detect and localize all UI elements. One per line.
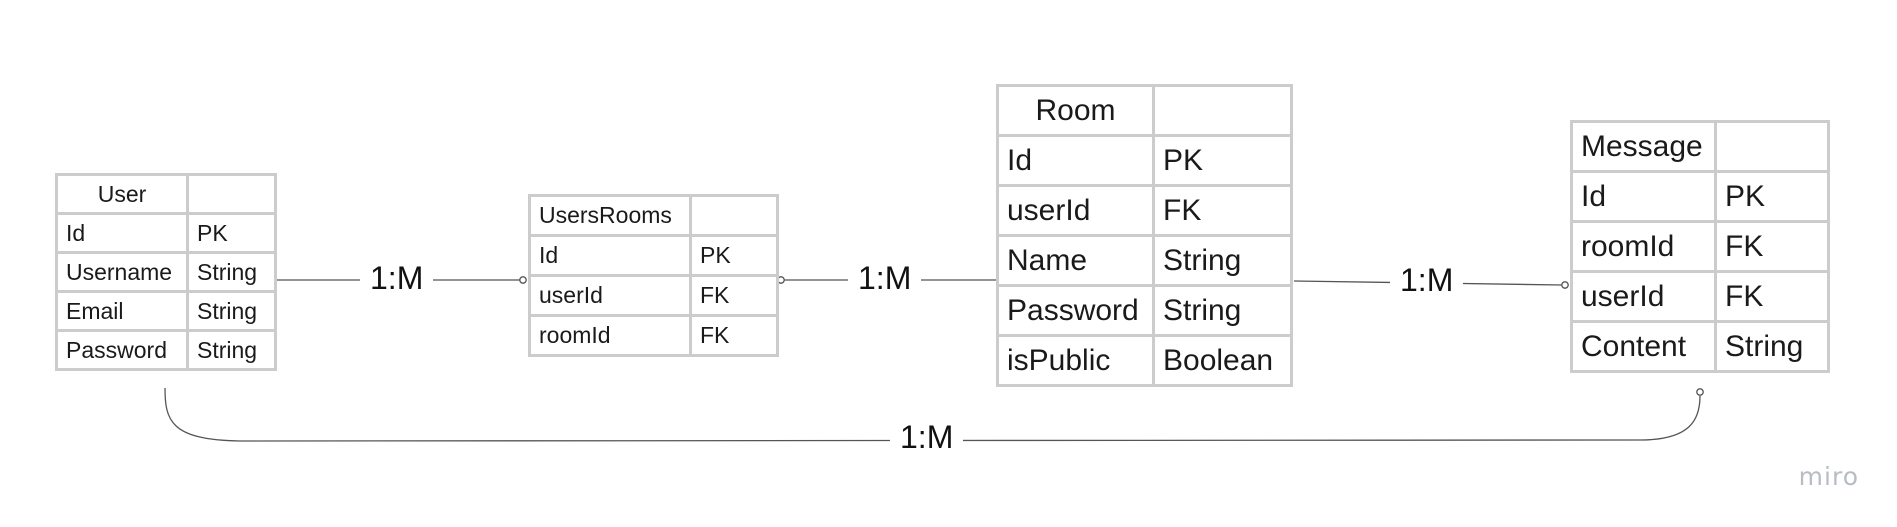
table-row: Id PK (528, 234, 779, 277)
table-row: userId FK (1570, 270, 1830, 323)
field-type: String (186, 251, 277, 293)
field-name: Password (996, 284, 1155, 337)
field-name: userId (528, 274, 692, 317)
table-header-row: UsersRooms (528, 194, 779, 237)
field-name: Id (996, 134, 1155, 187)
field-type: String (186, 329, 277, 371)
entity-room-table[interactable]: Room Id PK userId FK Name String Passwor… (996, 84, 1293, 387)
table-row: Email String (55, 290, 277, 332)
entity-title: Room (996, 84, 1155, 137)
entity-usersrooms-table[interactable]: UsersRooms Id PK userId FK roomId FK (528, 194, 779, 357)
entity-title-blank (186, 173, 277, 215)
field-name: userId (996, 184, 1155, 237)
field-name: Username (55, 251, 189, 293)
table-row: userId FK (528, 274, 779, 317)
field-name: roomId (1570, 220, 1717, 273)
field-name: roomId (528, 314, 692, 357)
field-name: Name (996, 234, 1155, 287)
field-type: String (1152, 284, 1293, 337)
entity-message-table[interactable]: Message Id PK roomId FK userId FK Conten… (1570, 120, 1830, 373)
entity-title: UsersRooms (528, 194, 692, 237)
entity-user-table[interactable]: User Id PK Username String Email String … (55, 173, 277, 371)
field-type: Boolean (1152, 334, 1293, 387)
relationship-label-user-usersrooms[interactable]: 1:M (360, 262, 434, 294)
table-row: userId FK (996, 184, 1293, 237)
table-row: Username String (55, 251, 277, 293)
relationship-label-usersrooms-room[interactable]: 1:M (848, 262, 922, 294)
miro-watermark-logo: miro (1798, 462, 1859, 491)
table-row: Id PK (996, 134, 1293, 187)
entity-title-blank (689, 194, 779, 237)
field-name: Id (1570, 170, 1717, 223)
entity-title-blank (1714, 120, 1830, 173)
connector-end-usersrooms (519, 276, 527, 284)
field-type: PK (689, 234, 779, 277)
entity-title: User (55, 173, 189, 215)
field-name: Content (1570, 320, 1717, 373)
relationship-label-user-message[interactable]: 1:M (890, 421, 964, 453)
table-row: roomId FK (528, 314, 779, 357)
field-name: Password (55, 329, 189, 371)
table-row: Password String (996, 284, 1293, 337)
field-type: String (1152, 234, 1293, 287)
field-name: Email (55, 290, 189, 332)
table-row: Password String (55, 329, 277, 371)
table-row: isPublic Boolean (996, 334, 1293, 387)
field-type: String (1714, 320, 1830, 373)
field-type: PK (186, 212, 277, 254)
field-name: userId (1570, 270, 1717, 323)
table-row: Name String (996, 234, 1293, 287)
field-type: PK (1152, 134, 1293, 187)
table-header-row: Message (1570, 120, 1830, 173)
field-name: isPublic (996, 334, 1155, 387)
entity-title: Message (1570, 120, 1717, 173)
connector-user-message (164, 387, 1701, 442)
table-header-row: User (55, 173, 277, 215)
connector-end-message (1561, 281, 1569, 289)
field-name: Id (55, 212, 189, 254)
connector-end-message-bottom (1696, 388, 1704, 396)
table-row: roomId FK (1570, 220, 1830, 273)
field-type: FK (1714, 220, 1830, 273)
field-name: Id (528, 234, 692, 277)
field-type: FK (689, 314, 779, 357)
entity-title-blank (1152, 84, 1293, 137)
table-row: Id PK (55, 212, 277, 254)
relationship-label-room-message[interactable]: 1:M (1390, 264, 1464, 296)
table-row: Content String (1570, 320, 1830, 373)
field-type: FK (1152, 184, 1293, 237)
field-type: PK (1714, 170, 1830, 223)
table-header-row: Room (996, 84, 1293, 137)
field-type: String (186, 290, 277, 332)
table-row: Id PK (1570, 170, 1830, 223)
field-type: FK (1714, 270, 1830, 323)
field-type: FK (689, 274, 779, 317)
